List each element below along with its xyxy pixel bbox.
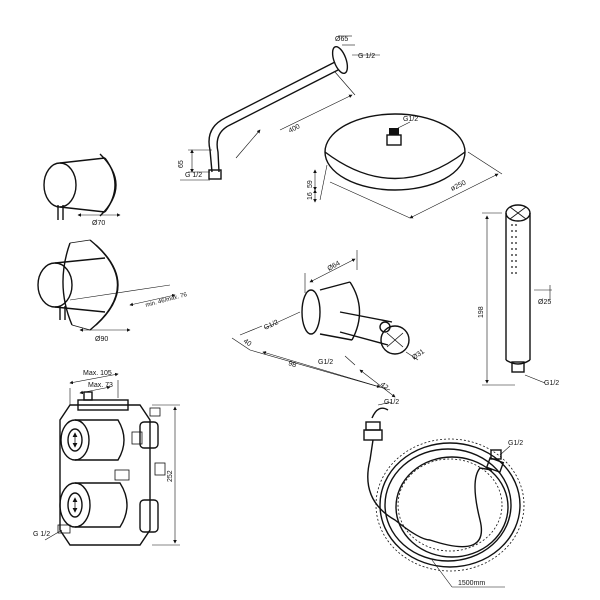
elbow-w98-label: 98: [287, 360, 297, 369]
elbow-dia-label: Ø64: [327, 260, 342, 273]
head-h1-label: 59: [307, 180, 314, 188]
concealed-box-drawing: Max. 105 Max. 73 252 G 1/2: [33, 370, 180, 546]
shower-arm-drawing: Ø65 G 1/2 400 65 G 1/2: [178, 35, 380, 181]
arm-outlet: [208, 169, 222, 180]
box-height-label: 252: [167, 470, 174, 482]
wall-flange: [331, 45, 349, 75]
valve-small-drawing: Ø70: [43, 153, 121, 227]
head-connector: [386, 134, 402, 146]
head-h2-label: 16: [307, 192, 314, 200]
elbow-cap: [379, 321, 391, 333]
hand-shower-thread: [511, 361, 525, 373]
hose-coils: [375, 438, 525, 572]
hose-nut-right: [485, 457, 505, 473]
hand-shower-dia-label: Ø25: [538, 299, 551, 306]
arm-dia-label: Ø65: [335, 36, 348, 43]
hand-shower-drawing: 198 Ø25 G1/2: [478, 204, 559, 387]
elbow-w40-label: 40: [242, 338, 252, 348]
valve-small-dia-label: Ø70: [92, 220, 105, 227]
box-max73-label: Max. 73: [88, 382, 113, 389]
elbow-w42-label: 42: [379, 381, 390, 391]
box-thread-label: G 1/2: [33, 531, 50, 538]
hand-shower-length-label: 198: [478, 306, 485, 318]
arm-thread-bottom-label: G 1/2: [185, 172, 202, 179]
hose-nut-top: [365, 421, 381, 431]
hose-thread-right-label: G1/2: [508, 440, 523, 447]
valve-large-drawing: Ø90 min. 46/max. 76: [37, 239, 188, 343]
elbow-dia31-label: Ø31: [411, 348, 426, 361]
head-thread-label: G1/2: [403, 116, 418, 123]
shower-head-drawing: G1/2 ø250 59 16: [307, 113, 503, 219]
elbow-flange: [301, 289, 321, 335]
hand-shower-thread-label: G1/2: [544, 380, 559, 387]
valve-large-depth-label: min. 46/max. 76: [145, 292, 188, 309]
arm-thread-top-label: G 1/2: [358, 53, 375, 60]
arm-drop-label: 65: [178, 160, 185, 168]
elbow-thread-bottom-label: G1/2: [318, 359, 333, 366]
hose-length-label: 1500mm: [458, 580, 485, 587]
arm-length-label: 400: [288, 123, 302, 135]
hand-shower-nozzles: [511, 224, 517, 274]
box-max105-label: Max. 105: [83, 370, 112, 377]
elbow-thread-left-label: G1/2: [263, 319, 280, 332]
valve-large-dia-label: Ø90: [95, 336, 108, 343]
hose-drawing: G1/2 G1/2 1500mm: [363, 399, 525, 588]
hose-thread-top-label: G1/2: [384, 399, 399, 406]
wall-elbow-drawing: Ø64 G1/2 40 98 G1/2 42 Ø31: [231, 250, 426, 398]
elbow-outlet: [380, 325, 410, 355]
